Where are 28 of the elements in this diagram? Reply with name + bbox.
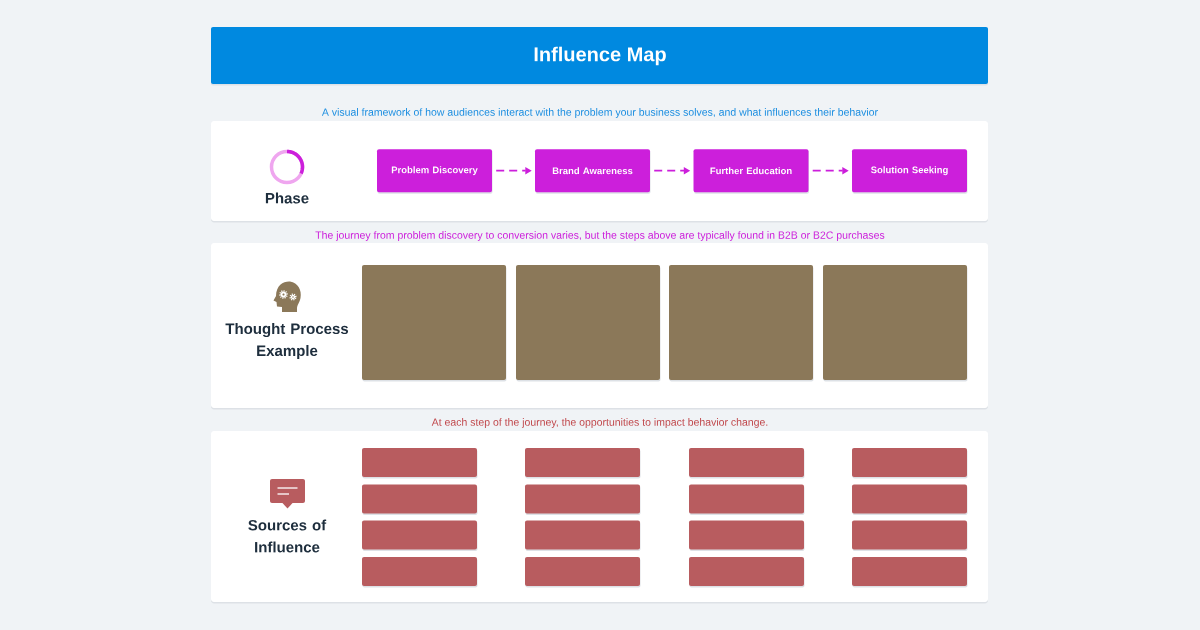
empty-box <box>362 448 478 479</box>
phase-box: Solution Seeking <box>852 149 968 194</box>
phase-box: Brand Awareness <box>535 149 651 194</box>
empty-box <box>852 520 968 551</box>
empty-box <box>362 265 507 382</box>
empty-box <box>525 557 641 588</box>
empty-box <box>516 265 661 382</box>
empty-box <box>689 520 805 551</box>
empty-box <box>689 448 805 479</box>
empty-box <box>362 557 478 588</box>
empty-box <box>362 484 478 515</box>
empty-box <box>669 265 814 382</box>
empty-box <box>852 484 968 515</box>
empty-box <box>689 557 805 588</box>
phase-box: Problem Discovery <box>377 149 493 194</box>
phase-box: Further Education <box>693 149 809 194</box>
empty-box <box>823 265 968 382</box>
caption: At each step of the journey, the opportunities to impact behavior change. <box>431 418 768 428</box>
empty-box <box>525 448 641 479</box>
empty-box <box>525 520 641 551</box>
empty-box <box>852 448 968 479</box>
empty-box <box>362 520 478 551</box>
caption: The journey from problem discovery to conversion varies, but the steps above are typically found in B2B or B2C purchases <box>315 231 885 241</box>
caption: A visual framework of how audiences interact with the problem your business solves, and what influences their behavior <box>321 108 878 118</box>
title-bar: Influence Map <box>211 27 988 86</box>
empty-box <box>525 484 641 515</box>
empty-box <box>852 557 968 588</box>
empty-box <box>689 484 805 515</box>
